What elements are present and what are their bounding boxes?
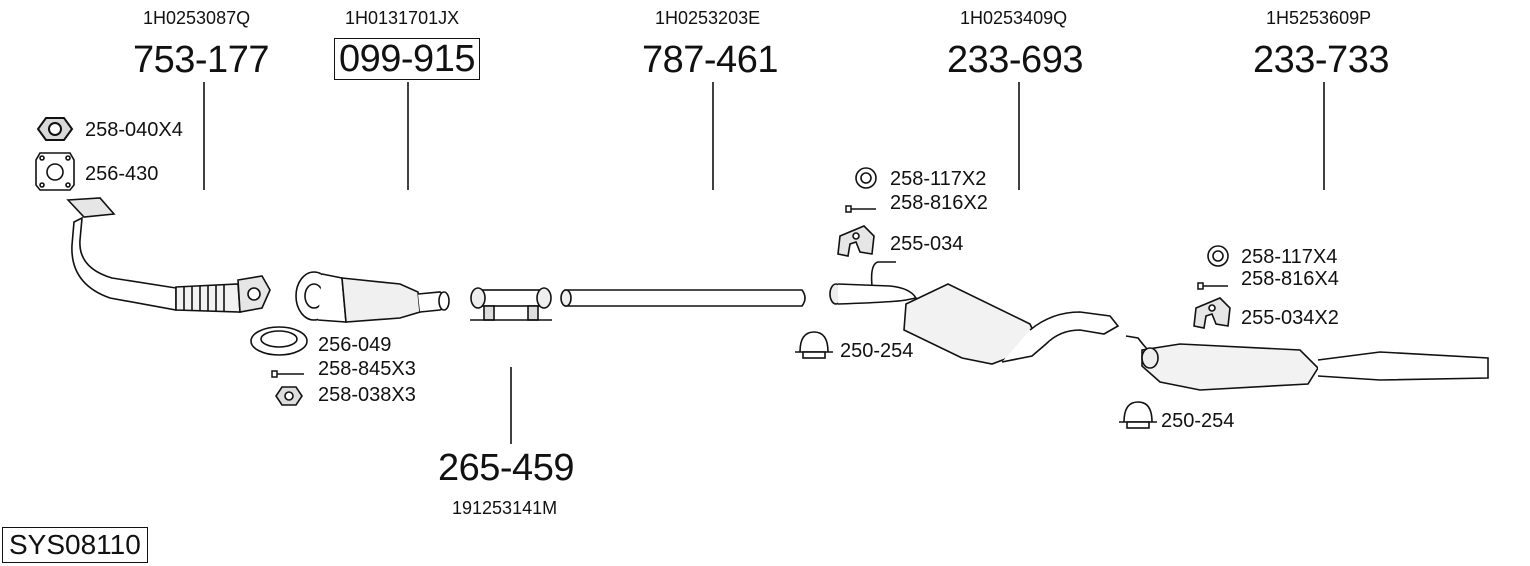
hex-nut-icon [36, 117, 74, 141]
accessory-link[interactable]: 258-816X4 [1241, 268, 1339, 290]
front-pipe-drawing [66, 197, 271, 313]
part-number-link[interactable]: 233-733 [1253, 39, 1389, 81]
rubber-ring-icon-2 [1207, 245, 1229, 267]
rubber-hanger-icon [837, 225, 875, 257]
oem-number: 1H0253203E [655, 8, 761, 28]
accessory-link[interactable]: 255-034 [890, 233, 964, 255]
bolt-icon-3 [1197, 282, 1228, 290]
bolt-icon-2 [845, 205, 876, 213]
u-clamp-icon [795, 331, 833, 359]
middle-silencer-drawing [829, 261, 1120, 365]
oem-number: 1H0131701JX [345, 8, 460, 28]
part-number-link[interactable]: 753-177 [133, 39, 269, 81]
accessory-link[interactable]: 258-117X4 [1241, 246, 1338, 268]
accessory-link[interactable]: 250-254 [1161, 410, 1235, 432]
oem-number: 1H0253087Q [143, 8, 251, 28]
accessory-link[interactable]: 258-038X3 [318, 384, 416, 406]
rubber-ring-icon [855, 167, 877, 189]
oem-number: 1H5253609P [1266, 8, 1372, 28]
accessory-link[interactable]: 258-816X2 [890, 192, 988, 214]
pipe-clamp-drawing [470, 287, 552, 321]
oem-number: 191253141M [452, 498, 558, 518]
flange-gasket-icon [35, 152, 75, 191]
oem-number: 1H0253409Q [960, 8, 1068, 28]
accessory-link[interactable]: 255-034X2 [1241, 307, 1339, 329]
part-number-link[interactable]: 233-693 [947, 39, 1083, 81]
accessory-link[interactable]: 258-845X3 [318, 358, 416, 380]
part-number-link[interactable]: 265-459 [438, 447, 574, 489]
round-gasket-icon [250, 326, 308, 356]
bolt-icon [271, 370, 304, 378]
flange-nut-icon [275, 386, 303, 406]
rubber-hanger-icon-2 [1193, 297, 1231, 329]
system-code-label: SYS08110 [2, 527, 148, 563]
accessory-link[interactable]: 258-117X2 [890, 168, 987, 190]
intermediate-pipe-drawing [560, 289, 806, 307]
part-number-link[interactable]: 787-461 [642, 39, 778, 81]
accessory-link[interactable]: 250-254 [840, 340, 914, 362]
part-number-link-highlighted[interactable]: 099-915 [334, 38, 480, 80]
rear-silencer-drawing [1125, 335, 1489, 391]
accessory-link[interactable]: 256-430 [85, 163, 159, 185]
u-clamp-icon-2 [1119, 401, 1157, 429]
accessory-link[interactable]: 258-040X4 [85, 119, 183, 141]
catalytic-converter-drawing [295, 271, 450, 323]
accessory-link[interactable]: 256-049 [318, 334, 392, 356]
